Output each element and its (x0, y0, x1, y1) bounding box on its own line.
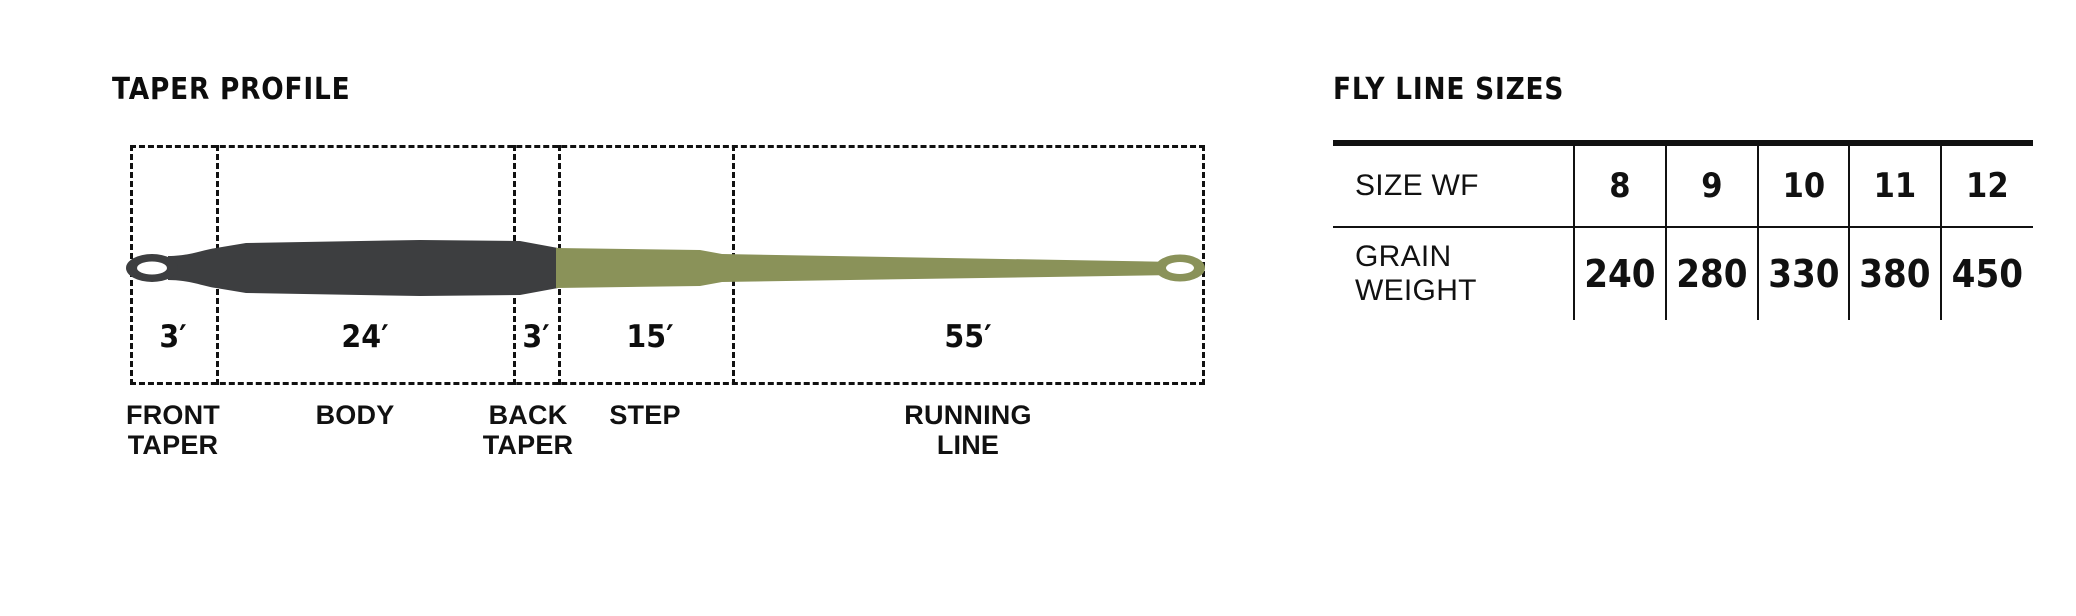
label-step: STEP (609, 400, 681, 430)
measure-body: 24′ (341, 319, 389, 355)
taper-divider-3 (558, 145, 561, 385)
taper-profile-title: TAPER PROFILE (112, 72, 351, 107)
label-front-taper: FRONT TAPER (126, 400, 220, 460)
taper-profile-panel: TAPER PROFILE 3′ 24′ 3′ 15′ 55′ FRONT TA… (112, 72, 1205, 460)
cell-grain-330: 330 (1761, 226, 1845, 320)
row-header-grain-weight: GRAIN WEIGHT (1333, 226, 1574, 320)
cell-size-12: 12 (1944, 140, 2029, 227)
taper-divider-1 (216, 145, 219, 385)
label-body: BODY (315, 400, 395, 430)
cell-grain-280: 280 (1669, 226, 1754, 320)
taper-divider-2 (513, 145, 516, 385)
table-row-size-wf: SIZE WF 8 9 10 11 12 (1333, 140, 2033, 227)
cell-grain-240: 240 (1577, 226, 1662, 320)
label-back-taper: BACK TAPER (482, 400, 574, 460)
measure-front-taper: 3′ (159, 319, 187, 355)
fly-line-sizes-table: SIZE WF 8 9 10 11 12 GRAIN WEIGHT 240 28… (1333, 140, 2033, 320)
cell-grain-450: 450 (1944, 226, 2029, 320)
cell-size-9: 9 (1669, 140, 1754, 227)
measure-back-taper: 3′ (522, 319, 550, 355)
cell-grain-380: 380 (1853, 226, 1937, 320)
cell-size-8: 8 (1577, 140, 1662, 227)
fly-line-sizes-title: FLY LINE SIZES (1333, 72, 1565, 107)
taper-divider-4 (732, 145, 735, 385)
measure-running-line: 55′ (944, 319, 992, 355)
cell-size-10: 10 (1761, 140, 1845, 227)
measure-step: 15′ (626, 319, 674, 355)
label-running-line: RUNNING LINE (904, 400, 1032, 460)
row-header-size-wf: SIZE WF (1333, 140, 1574, 227)
cell-size-11: 11 (1853, 140, 1937, 227)
table-row-grain-weight: GRAIN WEIGHT 240 280 330 380 450 (1333, 226, 2033, 320)
